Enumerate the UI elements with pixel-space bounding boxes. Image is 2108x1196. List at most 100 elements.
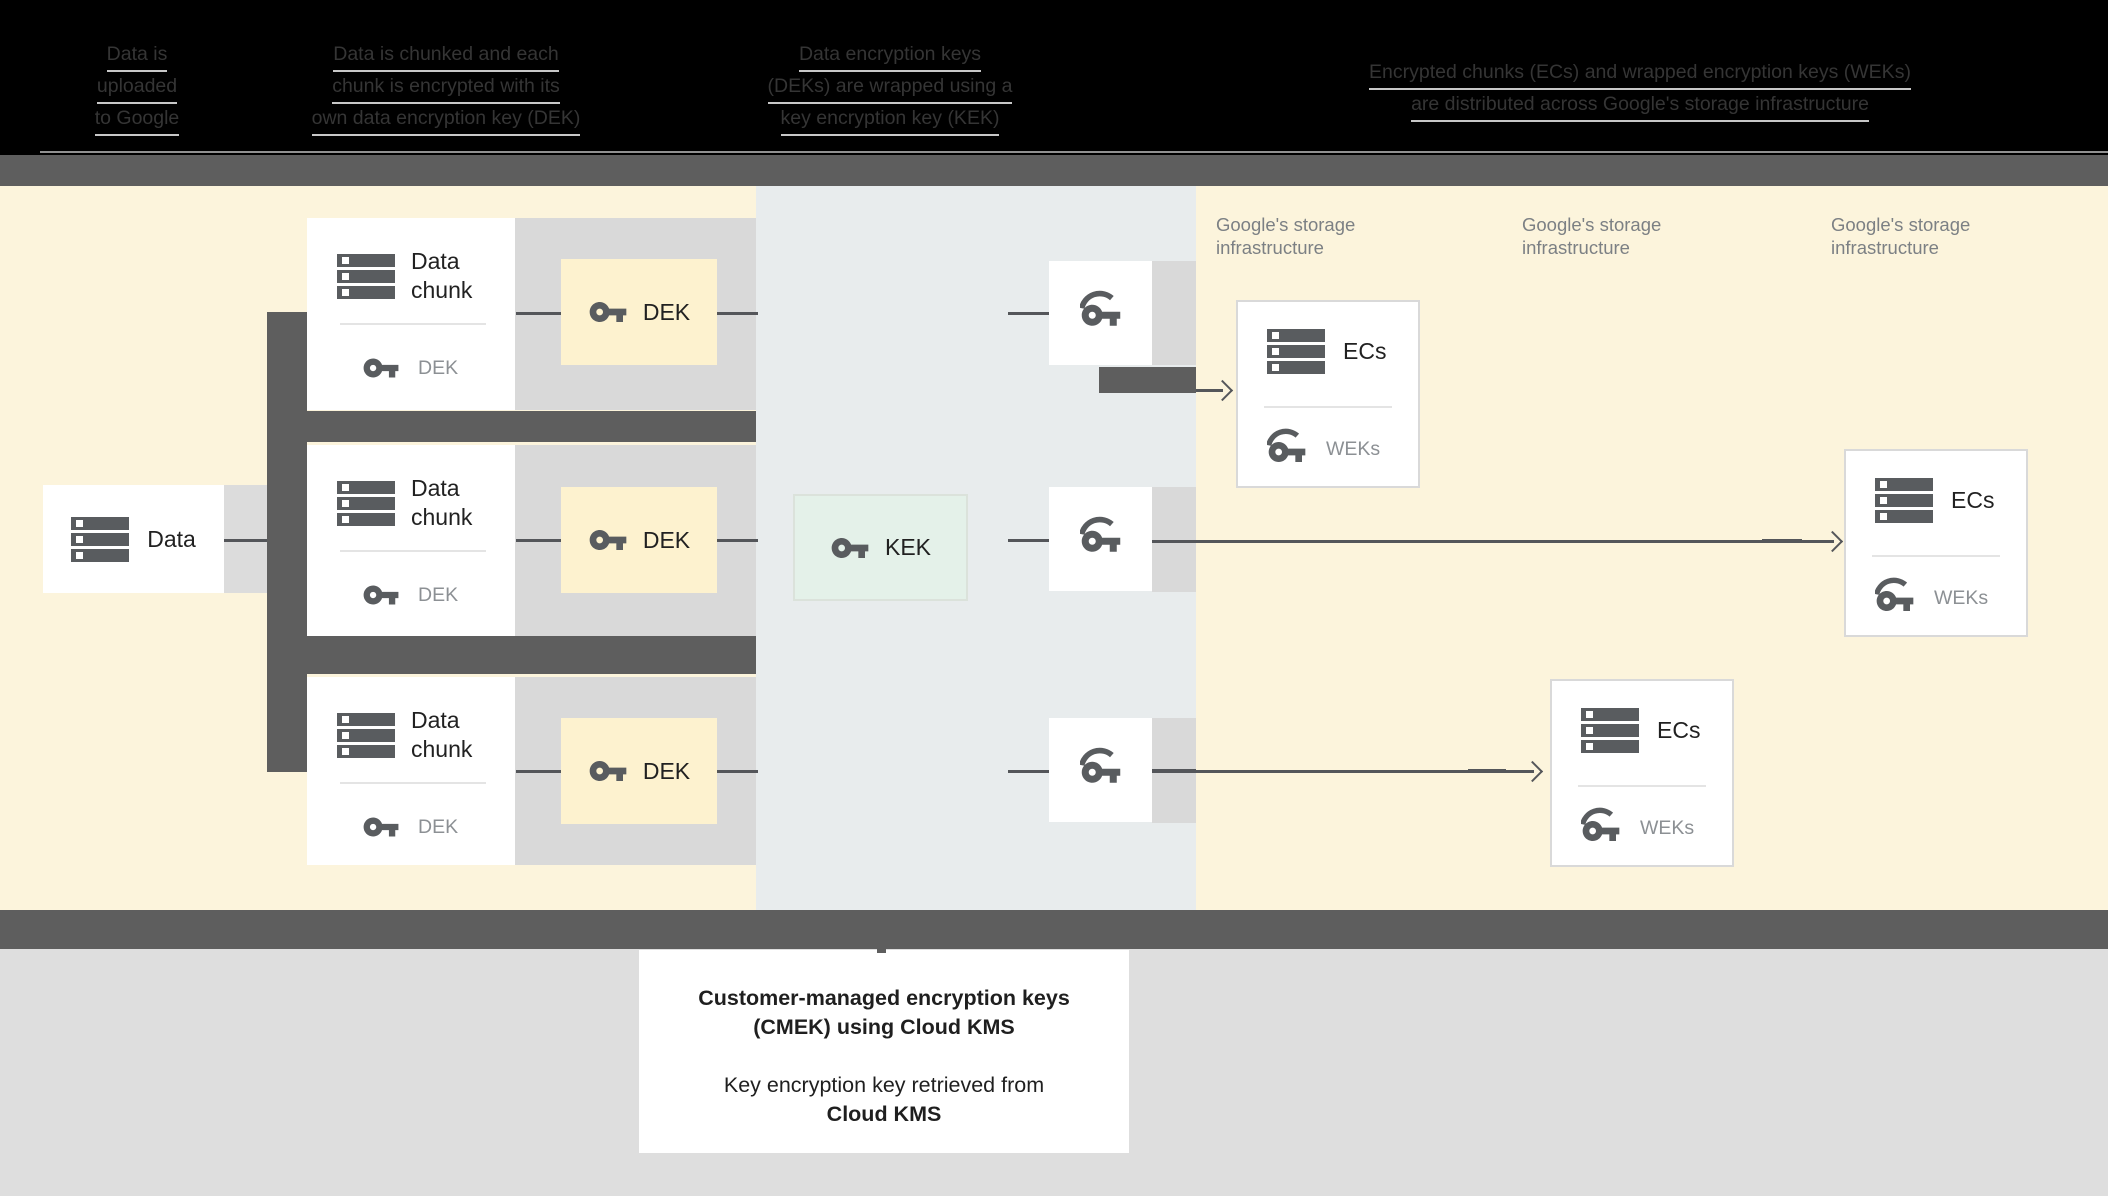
chunk3-title-line2: chunk [411,736,473,762]
key-icon [362,576,400,614]
arrowhead-ecs3 [1821,530,1844,553]
dek-box-3: DEK [561,718,717,824]
arrowhead-ecs1 [1211,379,1234,402]
header-step-chunking: Data is chunked and each chunk is encryp… [286,40,606,136]
wrapped-key-icon [1079,746,1122,793]
annotation-line1: Customer-managed encryption keys [698,986,1070,1010]
divider [340,323,486,325]
storage-icon [337,712,395,758]
storage-label-1: Google's storage infrastructure [1216,213,1355,259]
storage-icon [1581,708,1639,753]
chunk-split-trunk [267,312,307,772]
ec1-weks-label: WEKs [1326,438,1381,460]
key-icon [362,808,400,846]
annotation-line2: (CMEK) using Cloud KMS [753,1015,1015,1039]
arrow-line-to-ecs3 [1152,540,1834,543]
annotation-line4: Cloud KMS [826,1102,942,1126]
arrowhead-ecs2 [1521,760,1544,783]
storage-icon [1267,329,1325,374]
header-step-chunking-line2: chunk is encrypted with its [332,72,560,104]
storage-label-2-line2: infrastructure [1522,237,1630,258]
ec-box-3: ECs WEKs [1844,449,2028,637]
header-step-wrapping-line1: Data encryption keys [798,40,982,72]
connector-chunk1-to-dek1 [516,312,561,315]
chunk1-dek-label: DEK [418,356,459,379]
ec2-weks-label: WEKs [1640,817,1695,839]
kek-label: KEK [884,534,932,560]
storage-label-3: Google's storage infrastructure [1831,213,1970,259]
key-icon [588,520,628,560]
connector-chunk2-to-dek2 [516,539,561,542]
header-step-distribution: Encrypted chunks (ECs) and wrapped encry… [1300,58,1980,122]
branch-bar-2 [267,636,756,674]
arrow-stub-row3 [1152,769,1196,773]
chunk2-title-line1: Data [411,475,460,501]
cmek-bottom-band [0,910,2108,949]
header-step-distribution-line1: Encrypted chunks (ECs) and wrapped encry… [1369,58,1911,90]
wrapped-key-icon [1581,806,1621,851]
ec1-title: ECs [1343,338,1387,364]
header-step-wrapping: Data encryption keys (DEKs) are wrapped … [730,40,1050,136]
arrow-line-to-ecs2 [1196,770,1534,773]
arrow-line-to-ecs1 [1196,389,1223,392]
chunk1-title-line1: Data [411,248,460,274]
storage-label-1-line2: infrastructure [1216,237,1324,258]
connector-data-to-trunk [224,539,268,542]
branch-bar-1 [267,411,756,442]
wrapped-key-icon [1875,576,1915,621]
dek-box-1: DEK [561,259,717,365]
divider [340,782,486,784]
wrapped-key-icon [1079,289,1122,336]
ec3-weks-label: WEKs [1934,587,1989,609]
header-step-upload: Data is uploaded to Google [27,40,247,136]
data-chunk-box-3: Data chunk DEK [307,677,515,865]
wrapped-key-icon [1079,515,1122,562]
dek2-label: DEK [642,526,691,553]
storage-label-2-line1: Google's storage [1522,214,1662,235]
key-icon [830,528,870,568]
divider [1872,555,2000,557]
dek3-label: DEK [642,757,691,784]
chunk3-dek-label: DEK [418,815,459,838]
wrapped-dek-bar [1099,367,1196,393]
header-step-wrapping-line3: key encryption key (KEK) [780,104,1000,136]
connector-to-wrapbox-1 [1008,312,1050,315]
storage-label-3-line2: infrastructure [1831,237,1939,258]
divider [1264,406,1392,408]
divider [1578,785,1706,787]
data-box: Data [43,485,224,593]
ec2-title: ECs [1657,717,1701,743]
diagram-canvas: Data Data chunk DEK DEK Data chunk [0,186,2108,910]
chunk2-title-line2: chunk [411,504,473,530]
header-gray-band [0,155,2108,186]
storage-icon [1875,478,1933,523]
header-step-wrapping-line2: (DEKs) are wrapped using a [767,72,1013,104]
dek1-label: DEK [642,298,691,325]
ec-box-2: ECs WEKs [1550,679,1734,867]
annotation-pointer [877,943,886,953]
data-box-label: Data [147,525,196,552]
kek-box: KEK [793,494,968,601]
wrapped-key-box-3 [1049,718,1152,822]
key-icon [588,292,628,332]
wrapped-key-icon [1267,427,1307,472]
storage-label-1-line1: Google's storage [1216,214,1356,235]
storage-label-2: Google's storage infrastructure [1522,213,1661,259]
data-chunk-box-2: Data chunk DEK [307,445,515,636]
key-icon [362,349,400,387]
key-icon [588,751,628,791]
header-step-chunking-line3: own data encryption key (DEK) [311,104,581,136]
header-step-upload-line2: uploaded [96,72,178,104]
connector-chunk3-to-dek3 [516,770,561,773]
header-step-upload-line3: to Google [94,104,180,136]
header-step-upload-line1: Data is [106,40,168,72]
divider [340,550,486,552]
header-step-chunking-line1: Data is chunked and each [333,40,559,72]
arrow-overlap-seg-row2 [1762,539,1802,543]
wrapped-key-box-1 [1049,261,1152,365]
connector-kek-to-wrapbox-2 [1008,539,1050,542]
annotation-line3: Key encryption key retrieved from [723,1073,1045,1097]
storage-icon [337,253,395,299]
header-divider-line [40,151,2108,153]
arrow-overlap-seg-row3 [1468,769,1506,773]
